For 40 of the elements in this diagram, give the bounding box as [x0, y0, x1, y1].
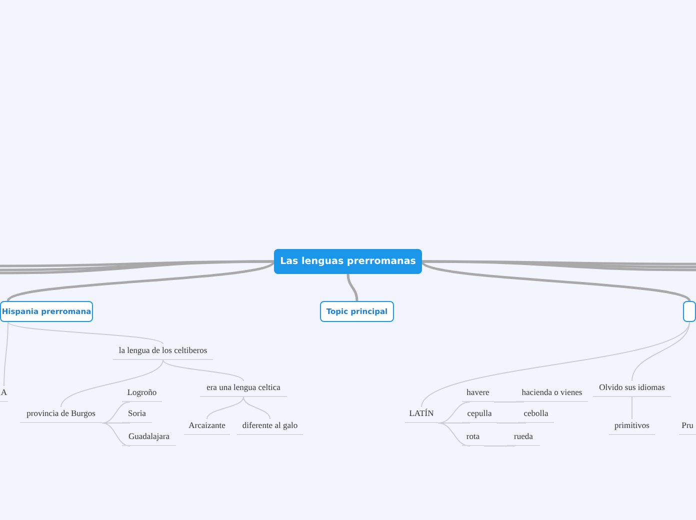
connector-line: [206, 396, 244, 420]
connector-line: [60, 360, 164, 408]
subtopic-text: la lengua de los celtiberos: [113, 344, 213, 360]
connector-line: [7, 260, 275, 302]
connector-line: [438, 422, 470, 446]
connector-line: [102, 422, 130, 424]
subtopic-text: havere: [462, 386, 494, 402]
subtopic-text: LATÍN: [405, 407, 438, 423]
subtopic-text: cepulla: [462, 407, 497, 423]
subtopic-text: diferente al galo: [237, 419, 303, 435]
subtopic-text: Guadalajara: [122, 430, 176, 446]
connector-line: [243, 396, 270, 420]
subtopic-text: Arcaizante: [184, 419, 230, 435]
connector-line: [421, 322, 690, 408]
connector-line: [102, 402, 130, 424]
subtopic-text: Logroño: [122, 386, 162, 402]
connector-line: [438, 402, 470, 424]
subtopic-text: rota: [462, 430, 484, 446]
connector-line: [346, 274, 358, 302]
central-topic-box: Las lenguas prerromanas: [274, 249, 422, 274]
subtopic-text: cebolla: [518, 407, 554, 423]
connector-line: [421, 260, 690, 302]
connector-line: [632, 322, 690, 382]
connector-line: [102, 422, 130, 446]
branch-line: [0, 260, 274, 274]
subtopic-text: era una lengua celtica: [200, 381, 287, 397]
topic-box: [683, 301, 696, 322]
connector-line: [4, 322, 8, 386]
connector-line: [496, 422, 526, 424]
subtopic-text: hacienda o vienes: [516, 386, 588, 402]
subtopic-text: Soria: [122, 407, 152, 423]
subtopic-text: rueda: [507, 430, 540, 446]
connector-line: [162, 360, 244, 382]
subtopic-text: Pru: [679, 419, 696, 435]
subtopic-text: primitivos: [609, 419, 655, 435]
subtopic-text: provincia de Burgos: [20, 407, 102, 423]
connector-line: [8, 322, 164, 344]
branch-line: [422, 260, 696, 272]
subtopic-text: A: [0, 386, 8, 402]
subtopic-text: Olvido sus idiomas: [593, 381, 671, 397]
